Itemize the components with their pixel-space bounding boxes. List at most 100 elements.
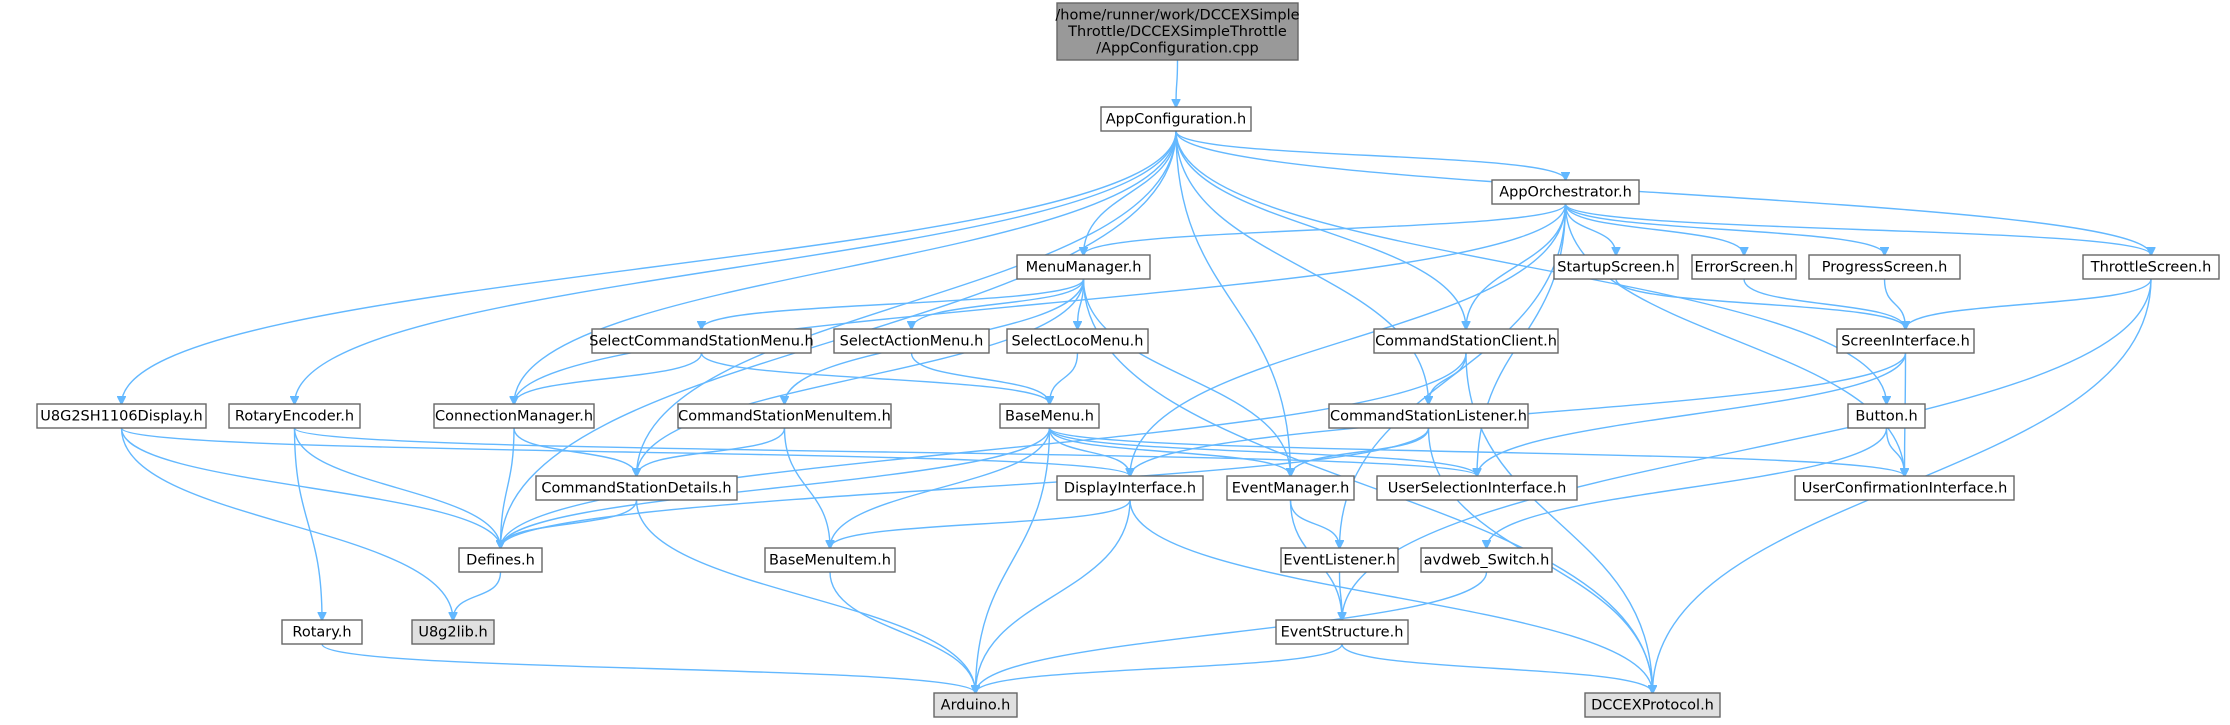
edge-connmgr-to-defines [501, 427, 515, 548]
node-userconfif[interactable]: UserConfirmationInterface.h [1794, 475, 2015, 501]
node-box [1691, 254, 1797, 280]
node-dccex: DCCEXProtocol.h [1584, 692, 1721, 718]
node-rotary[interactable]: Rotary.h [281, 619, 363, 645]
edge-rotenc-to-defines [293, 427, 501, 548]
node-box [433, 403, 595, 429]
edge-apporch-to-progress [1564, 203, 1885, 255]
node-label: MenuManager.h [1026, 260, 1142, 276]
node-box [1491, 179, 1640, 205]
node-displayif[interactable]: DisplayInterface.h [1056, 475, 1204, 501]
node-eventlistener[interactable]: EventListener.h [1280, 547, 1399, 573]
node-cslistener[interactable]: CommandStationListener.h [1328, 403, 1529, 429]
node-defines[interactable]: Defines.h [458, 547, 543, 573]
edge-eventstruct-to-arduino [976, 643, 1343, 693]
edge-eventmgr-to-eventlistener [1289, 499, 1340, 548]
node-label: avdweb_Switch.h [1424, 553, 1550, 569]
edge-basemenu-to-userconfif [1048, 427, 1905, 476]
edge-appconfig-to-menumgr [1084, 130, 1177, 255]
node-avdweb[interactable]: avdweb_Switch.h [1420, 547, 1553, 573]
edge-appconfig-to-apporch [1175, 130, 1566, 180]
node-rotenc[interactable]: RotaryEncoder.h [228, 403, 361, 429]
node-root[interactable]: /home/runner/work/DCCEXSimpleThrottle/DC… [1055, 2, 1300, 61]
edge-appconfig-to-connmgr [514, 130, 1177, 404]
node-box [458, 547, 543, 573]
node-label: Button.h [1855, 409, 1917, 425]
node-button[interactable]: Button.h [1847, 403, 1926, 429]
node-label: CommandStationClient.h [1375, 334, 1557, 350]
node-screenif[interactable]: ScreenInterface.h [1836, 328, 1975, 354]
edge-throttle-to-screenif [1906, 278, 2152, 329]
edge-u8g2sh-to-u8g2lib [120, 427, 454, 620]
edge-eventstruct-to-dccex [1341, 643, 1653, 693]
node-selloco[interactable]: SelectLocoMenu.h [1006, 328, 1149, 354]
node-progress[interactable]: ProgressScreen.h [1808, 254, 1961, 280]
edge-basemenuitem-to-arduino [829, 571, 976, 693]
node-box [1275, 619, 1409, 645]
node-userselif[interactable]: UserSelectionInterface.h [1376, 475, 1578, 501]
node-menumgr[interactable]: MenuManager.h [1016, 254, 1151, 280]
node-basemenu[interactable]: BaseMenu.h [999, 403, 1100, 429]
node-box [1836, 328, 1975, 354]
node-label: Defines.h [466, 553, 535, 569]
edge-menumgr-to-eventmgr [1082, 278, 1291, 476]
node-startup[interactable]: StartupScreen.h [1553, 254, 1679, 280]
node-throttle[interactable]: ThrottleScreen.h [2082, 254, 2220, 280]
edge-basemenu-to-arduino [976, 427, 1051, 693]
node-box [2082, 254, 2220, 280]
edge-basemenu-to-basemenuitem [830, 427, 1051, 548]
node-box [677, 403, 892, 429]
node-label: DCCEXProtocol.h [1591, 698, 1714, 714]
node-errorscr[interactable]: ErrorScreen.h [1691, 254, 1797, 280]
edge-rotenc-to-userselif [293, 427, 1478, 476]
node-box [1553, 254, 1679, 280]
edge-selloco-to-basemenu [1050, 352, 1079, 404]
node-u8g2sh[interactable]: U8G2SH1106Display.h [36, 403, 207, 429]
node-label: AppConfiguration.h [1106, 112, 1246, 128]
edge-u8g2sh-to-displayif [120, 427, 1131, 476]
edge-root-to-appconfig [1176, 59, 1178, 107]
node-label: EventManager.h [1232, 481, 1350, 497]
node-label: CommandStationListener.h [1330, 409, 1527, 425]
node-apporch[interactable]: AppOrchestrator.h [1491, 179, 1640, 205]
edge-button-to-avdweb [1487, 427, 1888, 548]
edge-defines-to-u8g2lib [453, 571, 502, 620]
edge-csmenuitem-to-basemenuitem [783, 427, 831, 548]
node-box [228, 403, 361, 429]
node-eventmgr[interactable]: EventManager.h [1226, 475, 1355, 501]
node-label: CommandStationDetails.h [541, 481, 731, 497]
edge-selaction-to-basemenu [910, 352, 1050, 404]
edge-apporch-to-connmgr [514, 203, 1567, 404]
node-selcsmenu[interactable]: SelectCommandStationMenu.h [589, 328, 814, 354]
node-selaction[interactable]: SelectActionMenu.h [833, 328, 990, 354]
edge-csdetails-to-defines [501, 499, 638, 548]
node-appconfig[interactable]: AppConfiguration.h [1100, 106, 1252, 132]
node-basemenuitem[interactable]: BaseMenuItem.h [764, 547, 896, 573]
node-label: StartupScreen.h [1557, 260, 1674, 276]
node-csclient[interactable]: CommandStationClient.h [1373, 328, 1559, 354]
node-label: CommandStationMenuItem.h [678, 409, 891, 425]
node-label: SelectActionMenu.h [840, 334, 984, 350]
edge-menumgr-to-dccex [1082, 278, 1653, 693]
node-label: SelectCommandStationMenu.h [589, 334, 813, 350]
node-connmgr[interactable]: ConnectionManager.h [433, 403, 595, 429]
node-box [591, 328, 812, 354]
edge-displayif-to-basemenuitem [830, 499, 1131, 548]
node-label: U8g2lib.h [418, 625, 487, 641]
node-box [535, 475, 738, 501]
node-u8g2lib: U8g2lib.h [411, 619, 495, 645]
node-label: SelectLocoMenu.h [1012, 334, 1144, 350]
edge-appconfig-to-rotenc [295, 130, 1177, 404]
edge-screenif-to-userselif [1477, 352, 1907, 476]
node-label: RotaryEncoder.h [235, 409, 354, 425]
edge-startup-to-screenif [1615, 278, 1906, 329]
node-csmenuitem[interactable]: CommandStationMenuItem.h [677, 403, 892, 429]
node-eventstruct[interactable]: EventStructure.h [1275, 619, 1409, 645]
node-csdetails[interactable]: CommandStationDetails.h [535, 475, 738, 501]
node-label: ConnectionManager.h [435, 409, 593, 425]
edge-rotenc-to-rotary [293, 427, 323, 620]
edge-cslistener-to-eventmgr [1291, 427, 1430, 476]
edge-selcsmenu-to-basemenu [700, 352, 1050, 404]
edge-cslistener-to-defines [501, 427, 1430, 548]
edge-appconfig-to-cslistener [1175, 130, 1429, 404]
node-box [764, 547, 896, 573]
